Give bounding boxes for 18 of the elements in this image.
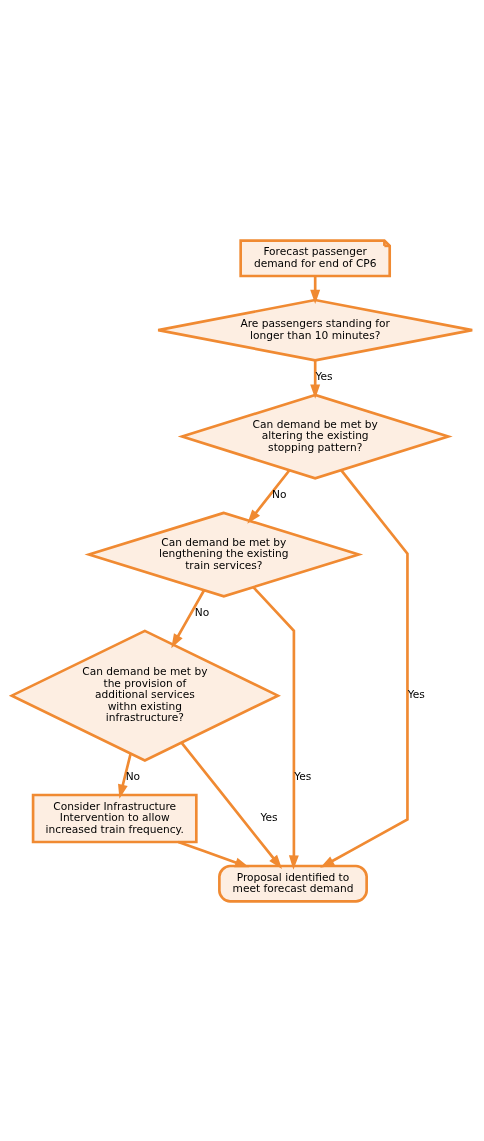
node-box: Consider Infrastructure Intervention to allow increased train frequency. xyxy=(31,793,198,843)
arrow xyxy=(252,586,299,870)
edge-label: No xyxy=(194,605,210,619)
arrow xyxy=(118,752,132,799)
arrow xyxy=(180,741,283,869)
node-diamond: Can demand be met by altering the existing stopping pattern? xyxy=(177,393,453,480)
arrow xyxy=(310,359,321,399)
node-box: Proposal identified to meet forecast demand xyxy=(218,864,368,903)
arrow xyxy=(177,840,250,867)
arrow xyxy=(310,275,321,304)
edge-label: Yes xyxy=(260,810,278,824)
arrow xyxy=(171,589,206,648)
edge-label: No xyxy=(272,487,287,501)
node-diamond: Are passengers standing for longer than 10 minutes? xyxy=(156,298,474,362)
arrow xyxy=(320,468,409,868)
arrow xyxy=(247,469,291,524)
edge-label: No xyxy=(125,769,141,783)
node-diamond: Can demand be met by the provision of additional services withn existing infrastructure? xyxy=(8,628,281,762)
